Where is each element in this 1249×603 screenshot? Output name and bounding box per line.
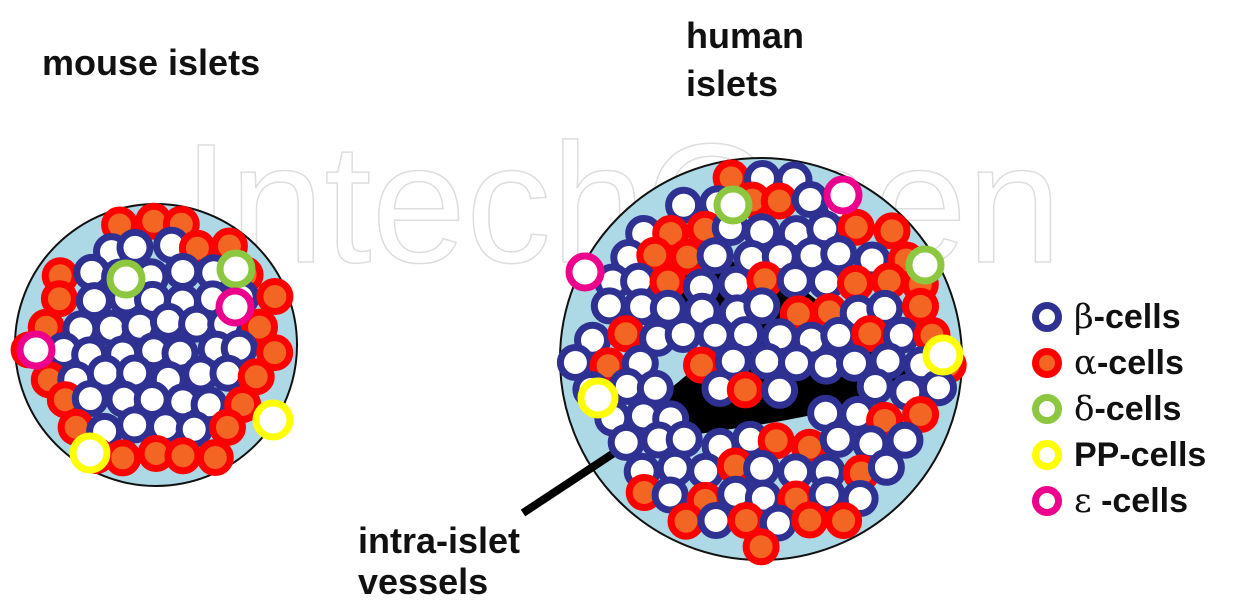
delta-cell (110, 263, 142, 295)
alpha-cell (877, 216, 907, 246)
legend-item-delta: δ-cells (1032, 389, 1181, 429)
pp-cell (581, 381, 615, 415)
beta-cell (669, 424, 699, 454)
epsilon-cell-swatch-icon (1032, 486, 1062, 516)
beta-cell (691, 456, 721, 486)
alpha-cell (764, 186, 794, 216)
alpha-cell (108, 443, 138, 473)
alpha-cell-swatch-icon (1032, 348, 1062, 378)
beta-cell (823, 424, 853, 454)
legend-symbol: β (1074, 297, 1094, 337)
delta-cell (909, 249, 941, 281)
alpha-cell (213, 412, 243, 442)
beta-cell (812, 267, 842, 297)
alpha-cell (200, 443, 230, 473)
epsilon-cell (827, 179, 859, 211)
beta-cell (747, 454, 777, 484)
delta-cell (220, 253, 252, 285)
pp-cell (73, 436, 107, 470)
delta-cell-swatch-icon (1032, 394, 1062, 424)
beta-cell (871, 452, 901, 482)
beta-cell (168, 257, 198, 287)
legend-suffix: PP-cells (1074, 436, 1206, 474)
legend-suffix: -cells (1094, 298, 1181, 336)
mouse-islets-title: mouse islets (42, 42, 260, 84)
epsilon-cell (569, 256, 601, 288)
alpha-cell (671, 506, 701, 536)
pp-cell (256, 403, 290, 437)
legend-suffix: -cells (1097, 344, 1184, 382)
alpha-cell (829, 506, 859, 536)
alpha-cell (795, 505, 825, 535)
legend-suffix: -cells (1092, 482, 1188, 520)
beta-cell (795, 185, 825, 215)
epsilon-cell (219, 291, 251, 323)
epsilon-cell (20, 334, 52, 366)
pp-cell (926, 338, 960, 372)
beta-cell (860, 372, 890, 402)
legend-item-pp: PP-cells (1032, 435, 1206, 475)
pp-cell-swatch-icon (1032, 440, 1062, 470)
delta-cell (717, 189, 749, 221)
legend-symbol: ε (1074, 481, 1092, 521)
vessel-label-line1: intra-islet (358, 520, 520, 562)
beta-cell (611, 427, 641, 457)
beta-cell (668, 320, 698, 350)
legend-symbol: α (1074, 343, 1097, 383)
alpha-cell (730, 375, 760, 405)
beta-cell (75, 384, 105, 414)
legend-symbol: δ (1074, 389, 1094, 429)
alpha-cell (841, 268, 871, 298)
beta-cell (700, 241, 730, 271)
beta-cell (120, 410, 150, 440)
beta-cell (765, 375, 795, 405)
alpha-cell (746, 532, 776, 562)
alpha-cell (168, 441, 198, 471)
legend-item-beta: β-cells (1032, 297, 1181, 337)
beta-cell (701, 506, 731, 536)
legend-item-alpha: α-cells (1032, 343, 1184, 383)
legend-item-epsilon: ε -cells (1032, 481, 1188, 521)
human-islets-title-line2: islets (686, 63, 778, 105)
alpha-cell (260, 282, 290, 312)
beta-cell-swatch-icon (1032, 302, 1062, 332)
alpha-cell (611, 319, 641, 349)
beta-cell (752, 346, 782, 376)
beta-cell (780, 266, 810, 296)
legend-suffix: -cells (1094, 390, 1181, 428)
human-islets-title-line1: human (686, 15, 804, 57)
beta-cell (120, 232, 150, 262)
beta-cell (747, 291, 777, 321)
